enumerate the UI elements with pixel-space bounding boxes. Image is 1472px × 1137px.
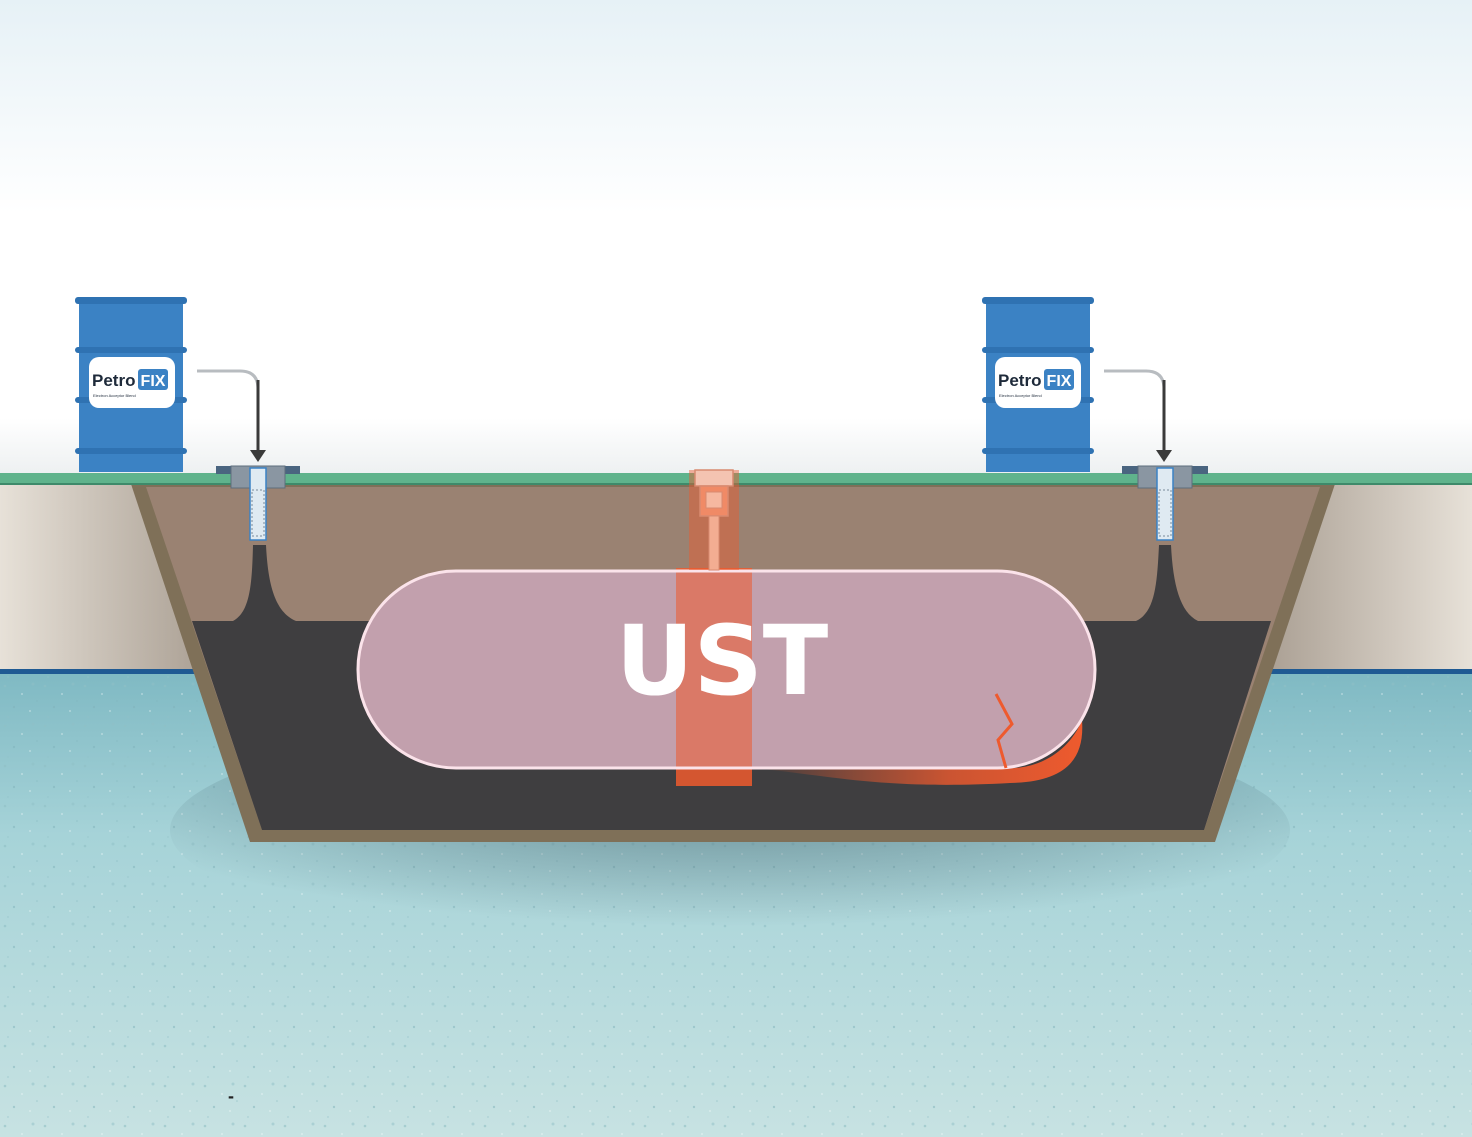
sky-background xyxy=(0,0,1472,475)
injection-well-left xyxy=(216,465,300,541)
drum-tagline-right: Electron Acceptor Blend xyxy=(999,393,1042,398)
stray-mark: - xyxy=(228,1086,234,1106)
ust-tank: UST xyxy=(356,569,1097,770)
flow-arrow-left xyxy=(197,369,266,462)
petrofix-drum-left: Petro FIX Electron Acceptor Blend xyxy=(75,297,187,472)
petrofix-drum-right: Petro FIX Electron Acceptor Blend xyxy=(982,297,1094,472)
tank-crack xyxy=(994,693,1014,769)
drum-brand-petro-right: Petro xyxy=(998,371,1041,390)
injection-well-right xyxy=(1122,465,1208,541)
drum-tagline-left: Electron Acceptor Blend xyxy=(93,393,136,398)
ground-surface xyxy=(0,473,1472,485)
fill-pipe-riser xyxy=(689,469,739,571)
drum-brand-fix-left: FIX xyxy=(141,373,166,390)
drum-brand-petro-left: Petro xyxy=(92,371,135,390)
tank-label: UST xyxy=(616,605,829,717)
drum-brand-fix-right: FIX xyxy=(1047,373,1072,390)
ground-surface-edge xyxy=(0,483,1472,485)
flow-arrow-right xyxy=(1104,369,1172,462)
